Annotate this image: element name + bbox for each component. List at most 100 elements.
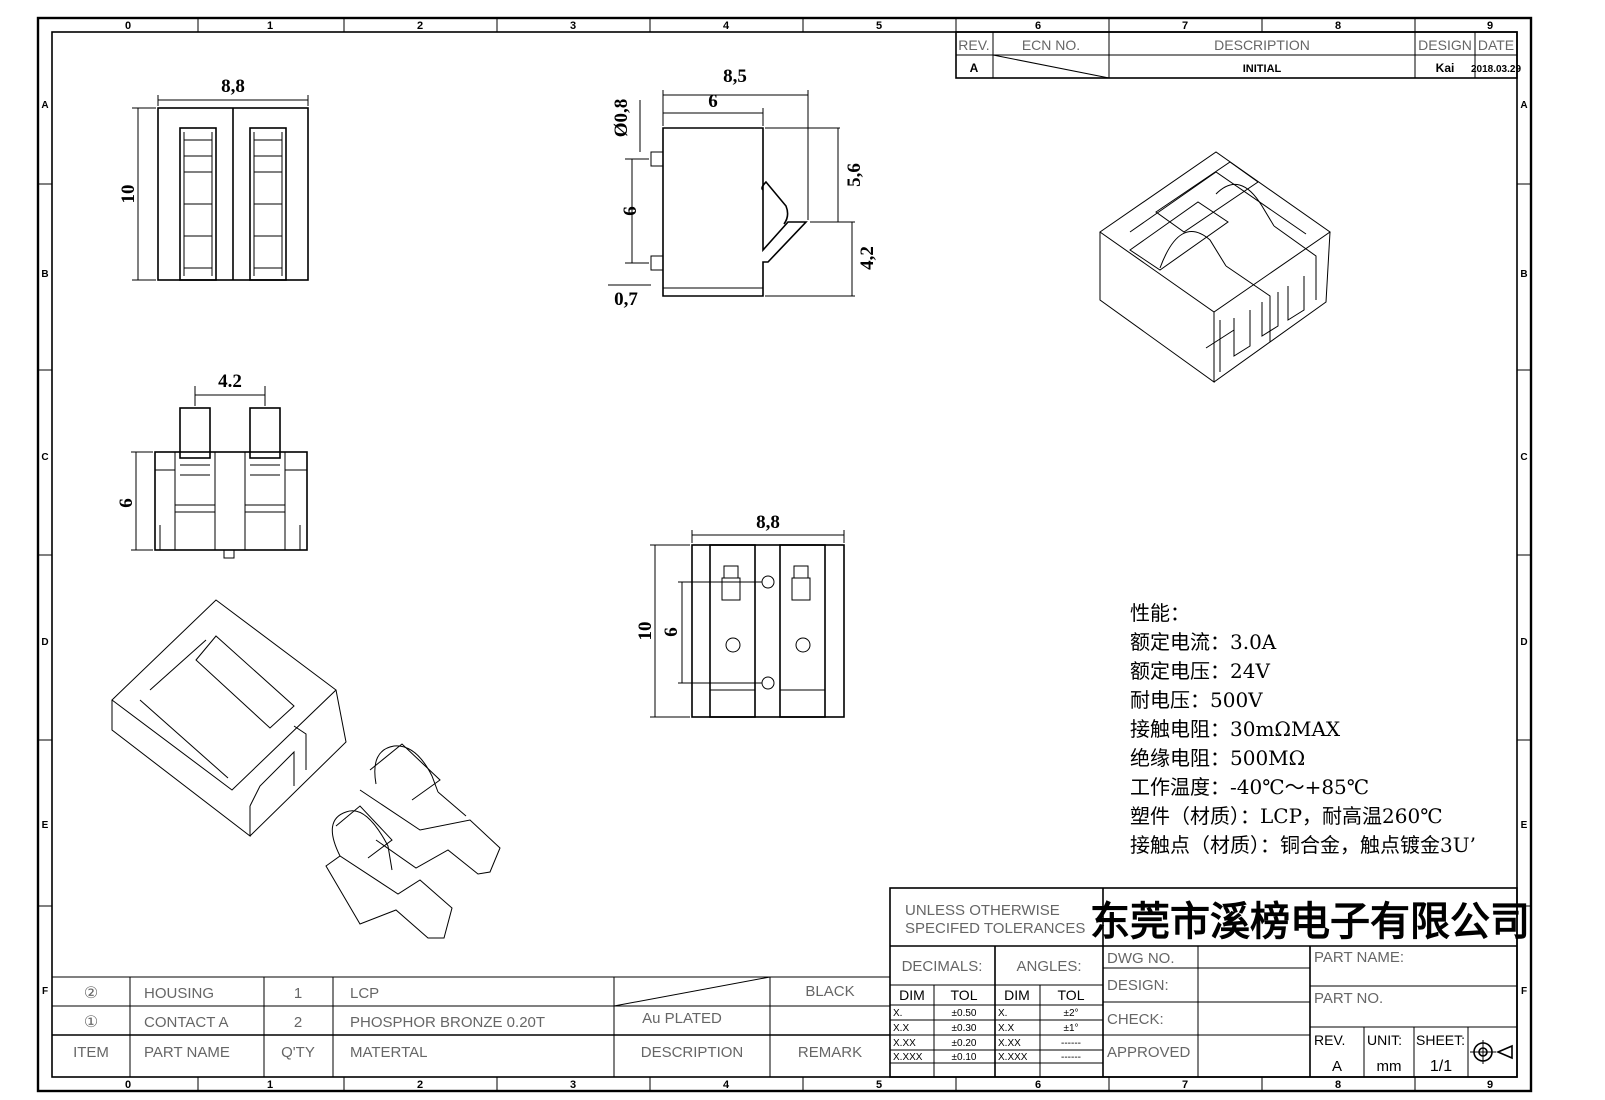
tolerance-line-2: SPECIFED TOLERANCES [905, 920, 1085, 937]
revision-table: REV. ECN NO. DESCRIPTION DESIGN DATE A I… [955, 31, 1521, 79]
dec-tol-1: ±0.30 [952, 1023, 977, 1034]
dec-tol-2: ±0.20 [952, 1038, 977, 1049]
approved-label: APPROVED [1107, 1044, 1191, 1061]
zone-2-bottom: 2 [417, 1079, 423, 1091]
bom-header-item: ITEM [73, 1044, 109, 1061]
specs: 性能： 额定电流：3.0A 额定电压：24V 耐电压：500V 接触电阻：30m… [1130, 601, 1476, 857]
ang-tol-2: ------ [1061, 1038, 1081, 1049]
design-header: DESIGN [1418, 37, 1472, 53]
side-lower-dim: 4,2 [857, 246, 878, 270]
tolerance-line-1: UNLESS OTHERWISE [905, 902, 1060, 919]
zone-0-bottom: 0 [125, 1079, 131, 1091]
sheet-value: 1/1 [1430, 1058, 1452, 1075]
bom-header-name: PART NAME [144, 1044, 230, 1061]
rev-label: REV. [1314, 1032, 1345, 1048]
spec-rated-current: 额定电流：3.0A [1130, 630, 1277, 654]
zone-numbers-top: 0 1 2 3 4 5 6 7 8 9 [125, 20, 1493, 32]
side-pitch-dim: 6 [620, 206, 641, 216]
isometric-assembly [1099, 151, 1331, 383]
bom-header-description: DESCRIPTION [641, 1044, 744, 1061]
bottom-pitch-dim: 6 [661, 627, 682, 637]
spec-operating-temperature: 工作温度：-40℃～+85℃ [1130, 775, 1369, 799]
zone-8: 8 [1335, 20, 1341, 32]
zone-numbers-bottom: 0 1 2 3 4 5 6 7 8 9 [125, 1079, 1493, 1091]
zone-7: 7 [1182, 20, 1188, 32]
dec-dim-0: X. [893, 1008, 902, 1019]
top-view: 8,8 10 [118, 76, 309, 281]
sheet-label: SHEET: [1416, 1032, 1465, 1048]
dec-tol-3: ±0.10 [952, 1052, 977, 1063]
zone-2: 2 [417, 20, 423, 32]
side-total-dim: 8,5 [723, 66, 747, 87]
zone-c-right: C [1520, 452, 1527, 463]
spec-withstand-voltage: 耐电压：500V [1130, 688, 1263, 712]
bom-name-2: HOUSING [144, 985, 214, 1002]
zone-6-bottom: 6 [1035, 1079, 1041, 1091]
top-width-dim: 8,8 [221, 76, 245, 97]
side-upper-dim: 5,6 [844, 163, 865, 187]
date-header: DATE [1478, 37, 1514, 53]
ang-dim-1: X.X [998, 1023, 1014, 1034]
bom-remark-2: BLACK [805, 983, 854, 1000]
projection-icon [1470, 1040, 1513, 1064]
zone-9-bottom: 9 [1487, 1079, 1493, 1091]
isometric-exploded [111, 599, 501, 939]
zone-letters: A B C D E F A B C D E F [41, 100, 1527, 997]
zone-5: 5 [876, 20, 882, 32]
zone-a-right: A [1520, 100, 1527, 111]
zone-e-right: E [1521, 820, 1528, 831]
tol-header-angles: TOL [1058, 987, 1085, 1003]
design-value: Kai [1436, 61, 1455, 75]
angles-label: ANGLES: [1016, 958, 1081, 975]
dec-dim-2: X.XX [893, 1038, 916, 1049]
dim-header-decimals: DIM [899, 987, 925, 1003]
zone-e-left: E [42, 820, 49, 831]
unit-value: mm [1377, 1058, 1402, 1075]
zone-d-left: D [41, 637, 48, 648]
zone-f-left: F [42, 986, 48, 997]
zone-c-left: C [41, 452, 48, 463]
zone-9: 9 [1487, 20, 1493, 32]
bom-header-remark: REMARK [798, 1044, 862, 1061]
part-name-label: PART NAME: [1314, 949, 1404, 966]
zone-b-right: B [1520, 269, 1527, 280]
bom-header-qty: Q'TY [281, 1044, 315, 1061]
zone-3-bottom: 3 [570, 1079, 576, 1091]
title-block: UNLESS OTHERWISE SPECIFED TOLERANCES 东莞市… [889, 887, 1530, 1078]
ang-tol-3: ------ [1061, 1052, 1081, 1063]
zone-6: 6 [1035, 20, 1041, 32]
decimals-label: DECIMALS: [902, 958, 983, 975]
rev-value: A [970, 61, 979, 75]
bom-qty-1: 2 [294, 1014, 302, 1031]
spec-insulation-resistance: 绝缘电阻：500MΩ [1130, 746, 1305, 770]
ecn-header: ECN NO. [1022, 37, 1080, 53]
bom-material-2: LCP [350, 985, 379, 1002]
zone-d-right: D [1520, 637, 1527, 648]
zone-3: 3 [570, 20, 576, 32]
zone-1: 1 [267, 20, 273, 32]
spec-contact-resistance: 接触电阻：30mΩMAX [1130, 717, 1341, 741]
bom-name-1: CONTACT A [144, 1014, 228, 1031]
zone-ticks [38, 18, 1531, 1091]
ang-dim-3: X.XXX [998, 1052, 1028, 1063]
front-view: 4.2 6 [116, 371, 308, 559]
bottom-width-dim: 8,8 [756, 512, 780, 533]
spec-contact-material: 接触点（材质）：铜合金，触点镀金3U’ [1130, 833, 1476, 857]
bom-item-1: ① [84, 1014, 98, 1031]
zone-7-bottom: 7 [1182, 1079, 1188, 1091]
rev-value-title: A [1332, 1058, 1342, 1075]
design-label: DESIGN: [1107, 977, 1169, 994]
description-value: INITIAL [1243, 63, 1282, 75]
ang-tol-0: ±2° [1063, 1008, 1078, 1019]
zone-4: 4 [723, 20, 730, 32]
side-view: 8,5 6 Ø0,8 6 5,6 4,2 0,7 [608, 66, 878, 310]
ang-dim-2: X.XX [998, 1038, 1021, 1049]
tol-header-decimals: TOL [951, 987, 978, 1003]
ang-dim-0: X. [998, 1008, 1007, 1019]
zone-f-right: F [1521, 986, 1527, 997]
ang-tol-1: ±1° [1063, 1023, 1078, 1034]
spec-rated-voltage: 额定电压：24V [1130, 659, 1270, 683]
spec-housing-material: 塑件（材质）：LCP，耐高温260℃ [1130, 804, 1443, 828]
dec-dim-1: X.X [893, 1023, 909, 1034]
dim-header-angles: DIM [1004, 987, 1030, 1003]
